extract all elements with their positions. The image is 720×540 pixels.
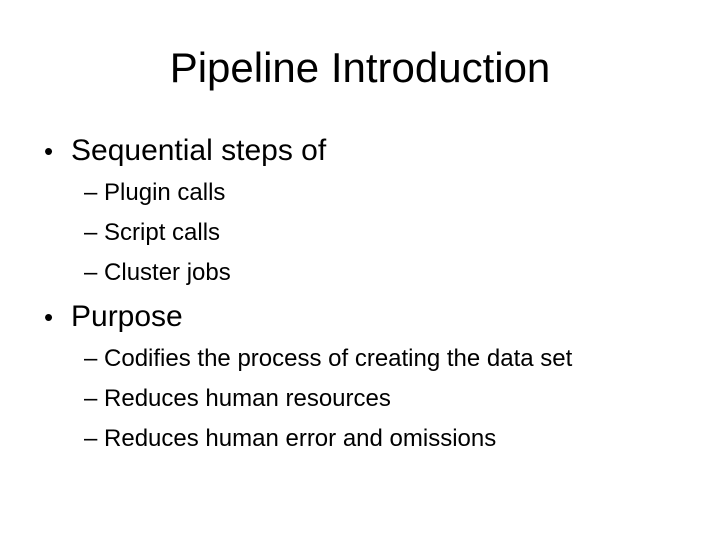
- sub-bullet-item: – Script calls: [84, 218, 220, 248]
- sub-bullet-text: Codifies the process of creating the dat…: [104, 345, 573, 372]
- bullet-icon: •: [44, 136, 54, 166]
- sub-bullet-text: Reduces human resources: [104, 385, 391, 412]
- sub-bullet-item: – Codifies the process of creating the d…: [84, 344, 572, 374]
- sub-bullet-item: – Reduces human resources: [84, 384, 391, 414]
- dash-icon: –: [84, 219, 98, 246]
- dash-icon: –: [84, 345, 98, 372]
- dash-icon: –: [84, 259, 98, 286]
- bullet-text: Sequential steps of: [71, 134, 327, 167]
- sub-bullet-text: Reduces human error and omissions: [104, 425, 497, 452]
- sub-bullet-text: Plugin calls: [104, 179, 226, 206]
- dash-icon: –: [84, 425, 98, 452]
- bullet-item: • Purpose: [44, 299, 183, 335]
- bullet-icon: •: [44, 302, 54, 332]
- dash-icon: –: [84, 385, 98, 412]
- sub-bullet-item: – Reduces human error and omissions: [84, 424, 496, 454]
- bullet-item: • Sequential steps of: [44, 133, 326, 169]
- sub-bullet-text: Script calls: [104, 219, 221, 246]
- sub-bullet-item: – Plugin calls: [84, 178, 225, 208]
- sub-bullet-item: – Cluster jobs: [84, 258, 231, 288]
- dash-icon: –: [84, 179, 98, 206]
- sub-bullet-text: Cluster jobs: [104, 259, 231, 286]
- slide-title: Pipeline Introduction: [169, 44, 551, 91]
- bullet-text: Purpose: [71, 300, 183, 333]
